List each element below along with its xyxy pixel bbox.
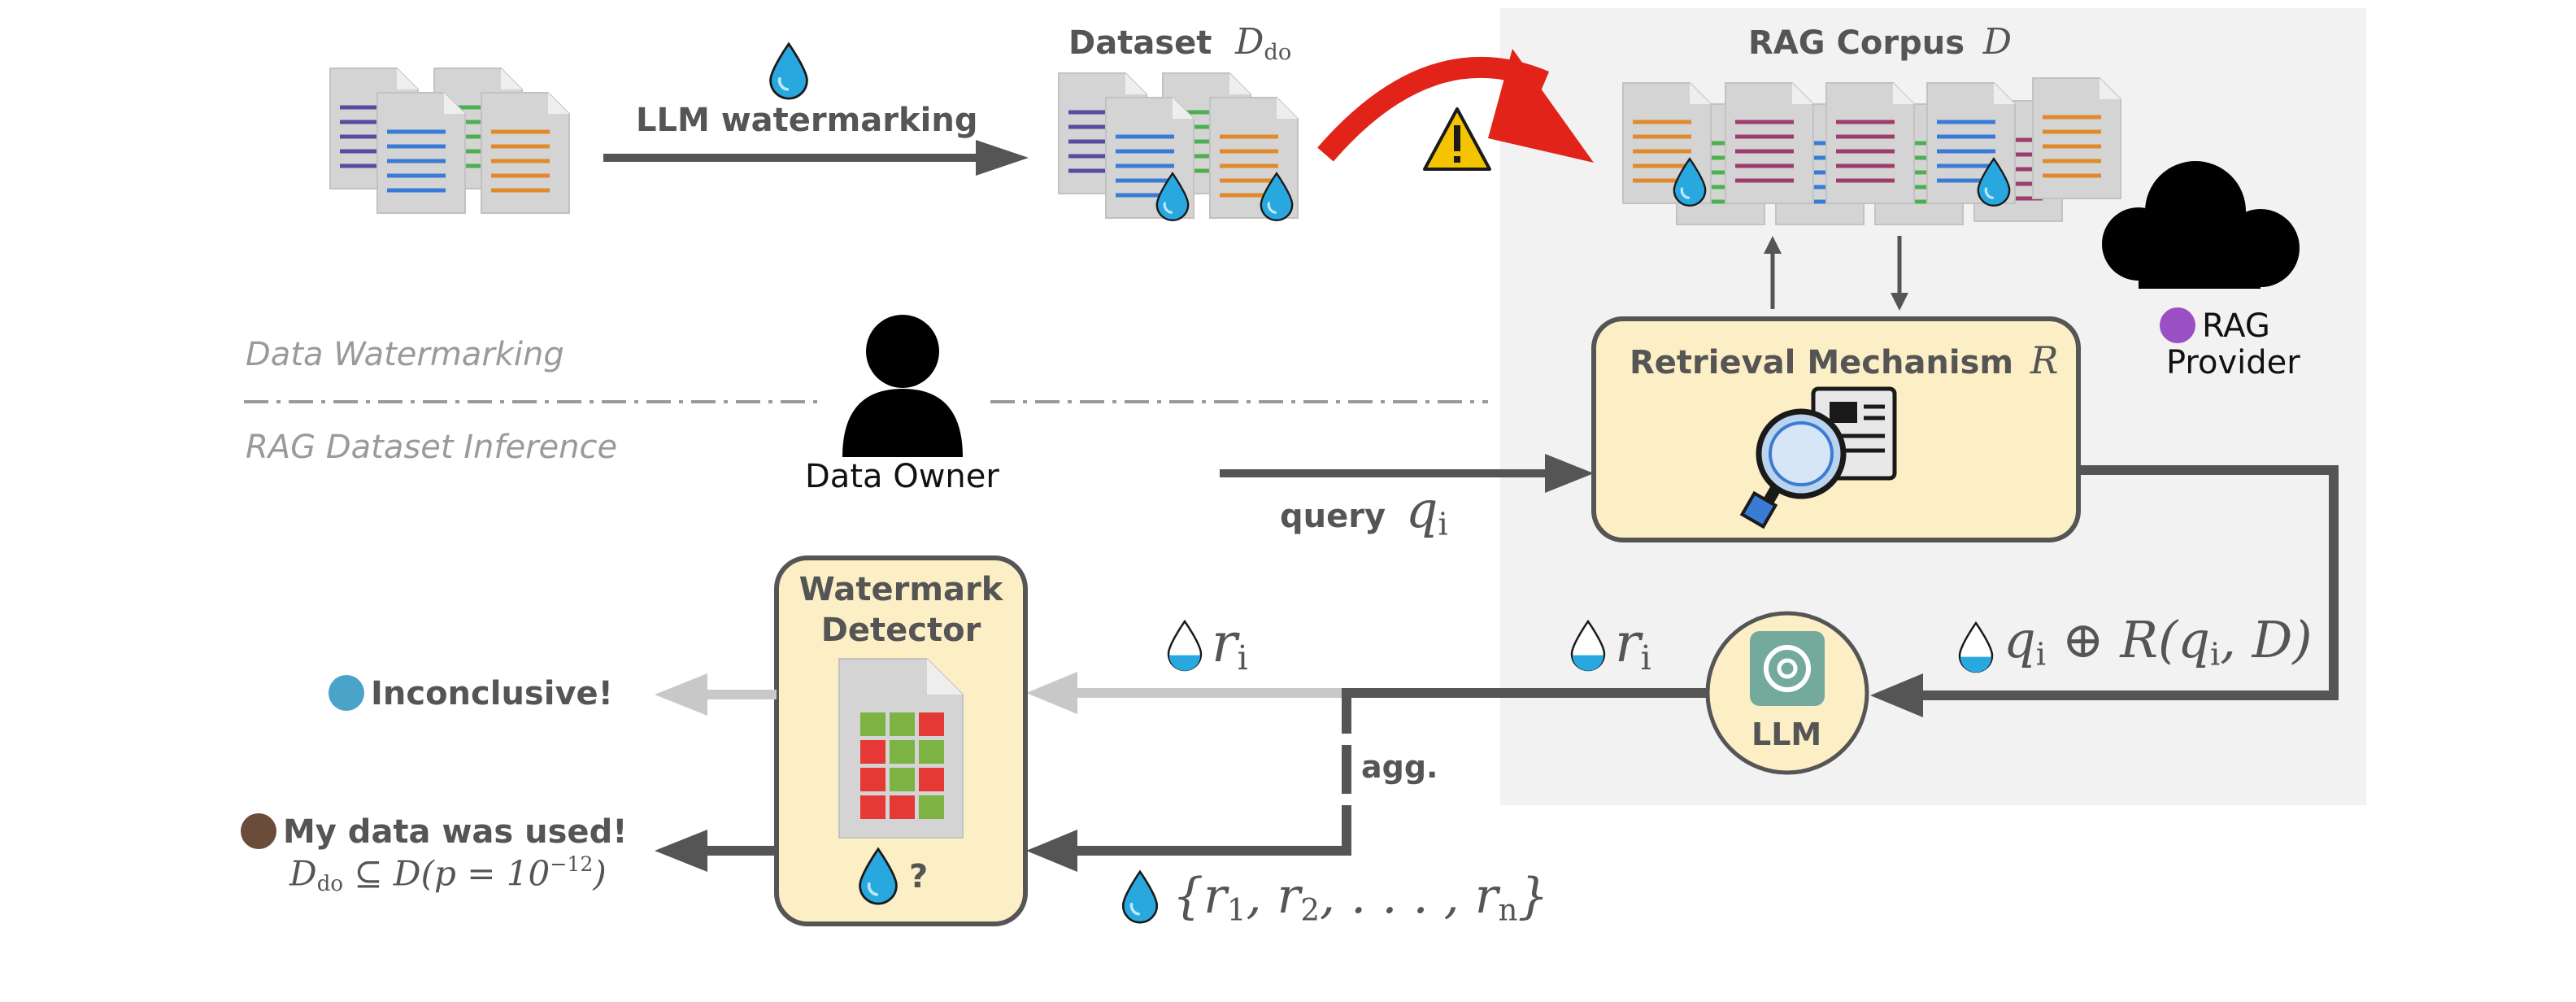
watermarking-arrowhead: [976, 140, 1029, 176]
water-drop-icon: [768, 42, 809, 100]
detector-title: Watermark Detector: [798, 571, 1003, 649]
document-icon: [1725, 82, 1814, 204]
aggregated-response-arrowhead: [1026, 830, 1077, 872]
llm-label: LLM: [1751, 717, 1822, 752]
person-icon: [842, 315, 963, 457]
document-icon: [2032, 77, 2121, 199]
document-icon: [376, 92, 466, 214]
inconclusive-label: Inconclusive!: [329, 675, 613, 711]
raw-documents: [329, 68, 570, 214]
dataset-symbol: Ddo: [1235, 21, 1292, 65]
used-arrowhead: [655, 830, 707, 872]
aggregation-label: agg.: [1361, 749, 1438, 785]
provider-label-line2: Provider: [2166, 344, 2300, 381]
corpus-down-arrowhead: [1891, 293, 1908, 311]
response-set-label: {r1, r2, . . . , rn}: [1173, 868, 1549, 928]
watermarked-dataset-documents: [1058, 72, 1299, 222]
data-used-label: My data was used!: [241, 813, 627, 849]
grid-cell: [919, 740, 944, 764]
llm-input-label: qi ⊕ R(qi, D): [2004, 610, 2313, 673]
query-label: query qi: [1280, 480, 1448, 543]
single-response-arrowhead: [1026, 672, 1077, 714]
devil-emoji-icon: [2160, 307, 2195, 343]
llm-response-label: ri: [1615, 612, 1651, 678]
detector-document-icon: [838, 658, 964, 839]
grid-cell: [890, 795, 915, 819]
judge-emoji-icon: [241, 813, 276, 849]
grid-cell: [890, 712, 915, 736]
magnifier-document-icon: [1739, 386, 1897, 529]
red-insertion-arrowhead: [1488, 49, 1594, 163]
grid-cell: [860, 712, 886, 736]
data-owner-label: Data Owner: [805, 458, 999, 495]
shrug-emoji-icon: [329, 675, 364, 711]
document-icon: [481, 92, 570, 214]
inconclusive-arrowhead: [655, 673, 707, 716]
warning-icon: [1423, 107, 1491, 171]
retrieval-to-llm-line: [1919, 465, 2339, 700]
openai-icon: [1750, 631, 1825, 706]
corpus-label: RAG Corpus D: [1748, 24, 2012, 60]
corpus-symbol: D: [1982, 21, 2012, 63]
provider-label: RAG: [2160, 307, 2270, 343]
detector-question-mark: ?: [909, 858, 929, 895]
dataset-label: Dataset Ddo: [1068, 24, 1291, 63]
rag-corpus-documents: [1622, 77, 2121, 225]
document-icon: [1825, 82, 1915, 204]
dataset-text: Dataset: [1068, 24, 1212, 62]
grid-cell: [860, 740, 886, 764]
response-water-drop-icon: [1167, 620, 1203, 673]
corpus-up-arrowhead: [1764, 236, 1782, 254]
grid-cell: [890, 740, 915, 764]
grid-cell: [919, 712, 944, 736]
corpus-text: RAG Corpus: [1748, 24, 1965, 62]
grid-cell: [919, 768, 944, 791]
section-label-upper: Data Watermarking: [246, 336, 564, 373]
retrieval-mechanism-label: Retrieval Mechanism R: [1630, 338, 2059, 382]
grid-cell: [860, 768, 886, 791]
section-label-lower: RAG Dataset Inference: [246, 429, 618, 466]
set-water-drop-icon: [1121, 870, 1159, 924]
llm-input-arrowhead: [1870, 673, 1923, 717]
watermark-grid: [860, 712, 944, 819]
grid-cell: [919, 795, 944, 819]
response-label: ri: [1212, 612, 1248, 678]
watermarking-step-label: LLM watermarking: [636, 102, 978, 139]
cloud-icon: [2102, 161, 2300, 289]
grid-cell: [890, 768, 915, 791]
query-variable: qi: [1405, 480, 1448, 543]
grid-cell: [860, 795, 886, 819]
query-arrowhead: [1545, 454, 1594, 493]
membership-formula: Ddo ⊆ D(p = 10−12): [289, 852, 607, 897]
